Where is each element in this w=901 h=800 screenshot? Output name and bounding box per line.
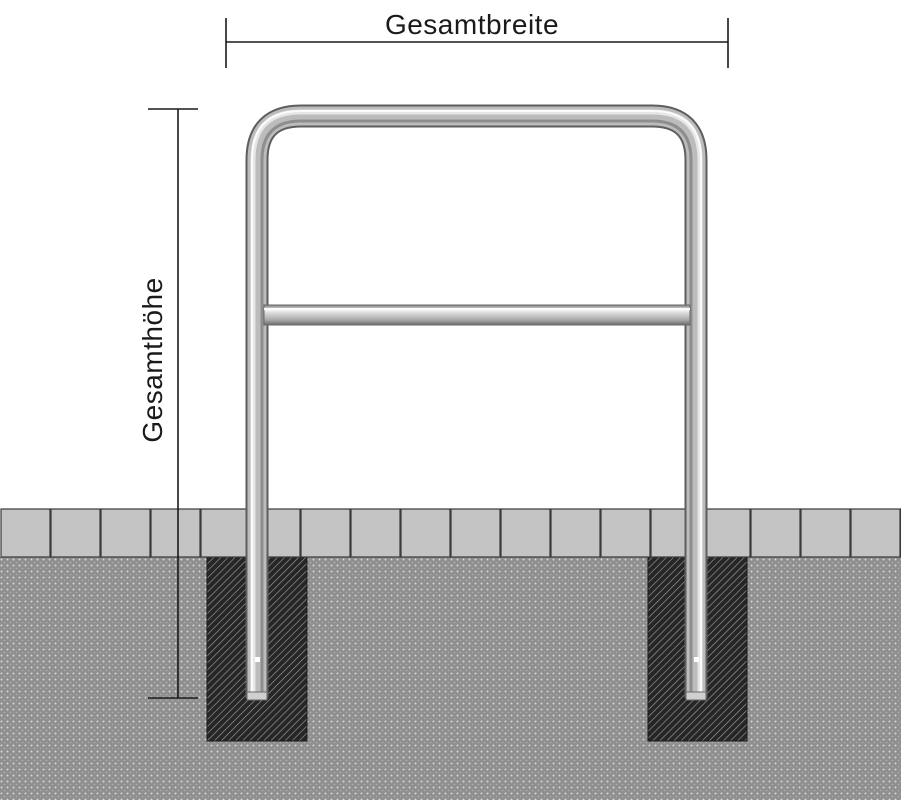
paving-stone (200, 508, 251, 558)
bollard-frame (245, 104, 708, 701)
width-dimension (225, 18, 729, 68)
paving-stone (600, 508, 651, 558)
ground-soil (0, 557, 901, 800)
paving-stone (850, 508, 901, 558)
paving-stone (150, 508, 201, 558)
paving-stone (500, 508, 551, 558)
paving-stone (50, 508, 101, 558)
width-label: Gesamtbreite (385, 9, 559, 40)
paving-stone (450, 508, 501, 558)
paving-stone (0, 508, 51, 558)
paving-stone (350, 508, 401, 558)
paving-stone (700, 508, 751, 558)
paving-stone (550, 508, 601, 558)
paving-stones (0, 508, 901, 558)
paving-stone (750, 508, 801, 558)
paving-stone (800, 508, 851, 558)
paving-stone (300, 508, 351, 558)
paving-stone (400, 508, 451, 558)
height-dimension (148, 108, 198, 699)
paving-stone (100, 508, 151, 558)
height-label: Gesamthöhe (137, 277, 168, 442)
